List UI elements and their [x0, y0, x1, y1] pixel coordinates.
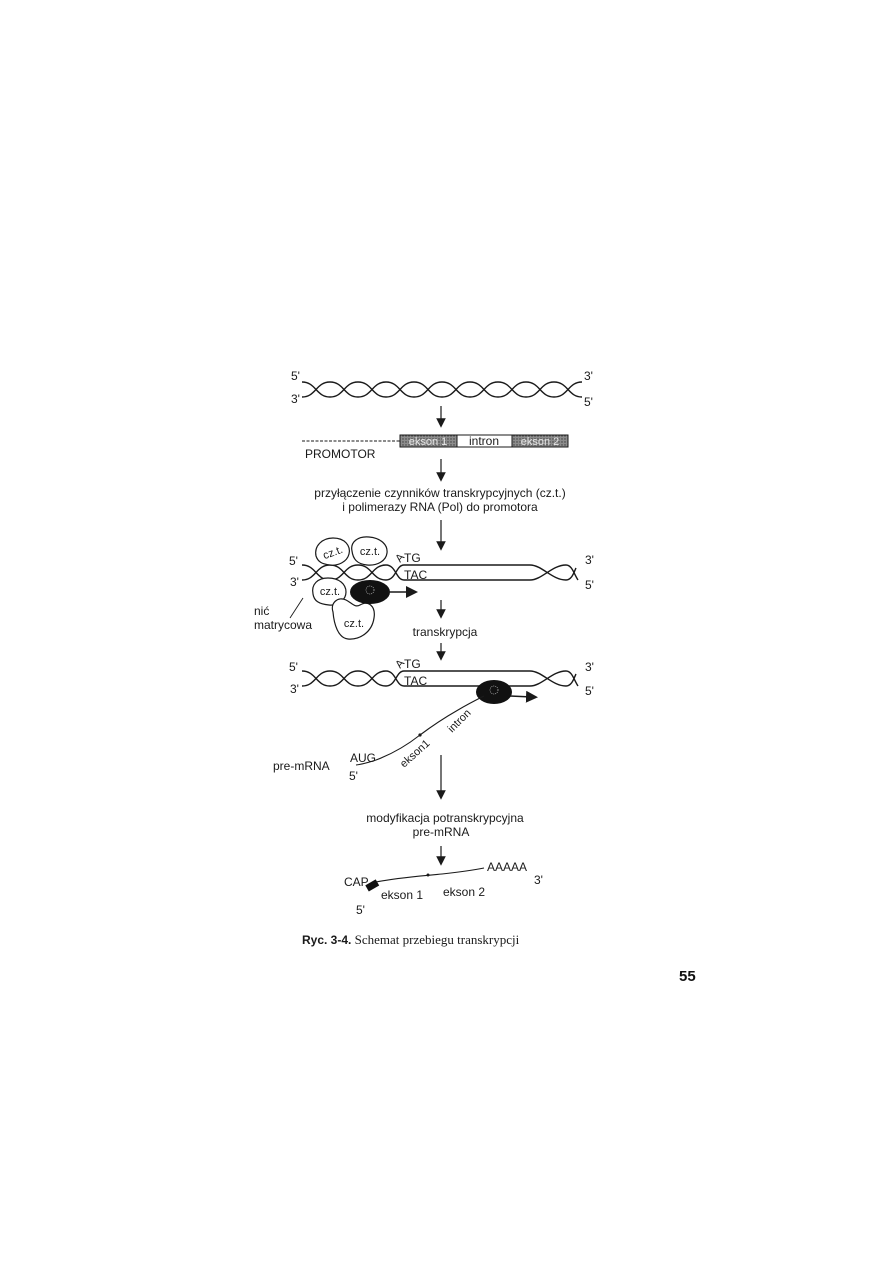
exon-junction-marker — [426, 873, 430, 877]
p4-exon2-label: ekson 2 — [443, 885, 485, 899]
p2-end-5-right: 5' — [585, 578, 594, 592]
gene-exon2-label: ekson 2 — [521, 436, 560, 448]
rna-polymerase — [350, 580, 390, 604]
p3-end-5-right: 5' — [585, 684, 594, 698]
rna-polymerase-moving — [476, 680, 512, 704]
p3-intron-label: intron — [446, 707, 474, 735]
transcription-factors — [312, 536, 388, 640]
splice-site-marker — [418, 733, 422, 737]
dna-end-5-right: 5' — [584, 395, 593, 409]
factor-label-3: cz.t. — [320, 586, 340, 598]
polymerase-direction-arrow-2 — [509, 690, 538, 703]
p2-end-3-right: 3' — [585, 553, 594, 567]
p3-end-5-left: 5' — [289, 660, 298, 674]
step1-text-line1: przyłączenie czynników transkrypcyjnych … — [314, 486, 565, 500]
dna-end-3-right: 3' — [584, 369, 593, 383]
dna-end-5-left: 5' — [291, 369, 300, 383]
caption-text: Schemat przebiegu transkrypcji — [354, 932, 520, 947]
dna-end-3-left: 3' — [291, 392, 300, 406]
p2-end-5-left: 5' — [289, 554, 298, 568]
gene-exon1-label: ekson 1 — [409, 436, 448, 448]
p2-codon-tg: TG — [404, 551, 421, 565]
p4-exon1-label: ekson 1 — [381, 888, 423, 902]
step3-text-line2: pre-mRNA — [413, 825, 470, 839]
gene-structure — [302, 434, 569, 448]
factor-label-2: cz.t. — [360, 546, 380, 558]
p3-end-3-left: 3' — [290, 682, 299, 696]
factor-label-4: cz.t. — [344, 618, 364, 630]
caption-label: Ryc. 3-4. — [302, 933, 352, 947]
p3-exon1-label: ekson1 — [398, 738, 432, 771]
p2-end-3-left: 3' — [290, 575, 299, 589]
rna-5-label: 5' — [349, 769, 358, 783]
cap-label: CAP — [344, 875, 369, 889]
p2-codon-tac: TAC — [404, 568, 427, 582]
aug-label: AUG — [350, 751, 376, 765]
dna-helix-panel2 — [301, 564, 579, 581]
polya-label: AAAAA — [487, 860, 527, 874]
figure-caption: Ryc. 3-4. Schemat przebiegu transkrypcji — [302, 932, 602, 948]
p4-end-5: 5' — [356, 903, 365, 917]
promotor-label: PROMOTOR — [305, 447, 376, 461]
p3-end-3-right: 3' — [585, 660, 594, 674]
template-pointer — [289, 597, 304, 619]
nic-label-line1: nić — [254, 604, 269, 618]
step1-text-line2: i polimerazy RNA (Pol) do promotora — [342, 500, 538, 514]
step3-text-line1: modyfikacja potranskrypcyjna — [366, 811, 524, 825]
p4-end-3: 3' — [534, 873, 543, 887]
pre-mrna-label: pre-mRNA — [273, 759, 330, 773]
exon2-block — [511, 434, 569, 448]
page-number: 55 — [679, 968, 696, 985]
mature-mrna-strand — [375, 867, 485, 883]
dna-helix-top — [301, 381, 583, 398]
p3-codon-tg: TG — [404, 657, 421, 671]
nic-label-line2: matrycowa — [254, 618, 312, 632]
gene-intron-label: intron — [469, 434, 499, 448]
dna-helix-panel3 — [301, 670, 579, 687]
step2-text: transkrypcja — [413, 625, 478, 639]
cap-block — [365, 879, 380, 892]
p3-codon-tac: TAC — [404, 674, 427, 688]
